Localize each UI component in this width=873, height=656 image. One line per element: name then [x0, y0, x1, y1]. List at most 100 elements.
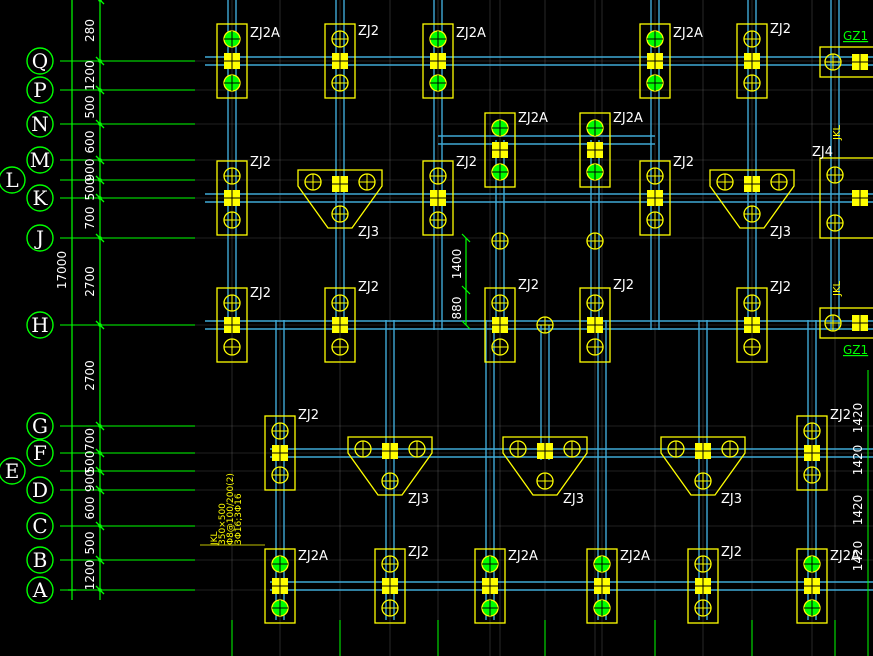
pile-hollow: [429, 211, 447, 229]
pile-cap-zj2a: ZJ2A: [639, 23, 703, 99]
axis-label-a: A: [32, 578, 48, 602]
dimension-tick: [99, 0, 105, 5]
pile-cap-outline: [819, 157, 873, 239]
pile-cap-outline: [639, 23, 671, 99]
pile-filled: [646, 74, 664, 92]
dimension-dot: [98, 558, 102, 562]
pile-cap-label: ZJ2: [456, 155, 477, 170]
pile-filled: [586, 163, 604, 181]
pile-hollow: [824, 314, 842, 332]
pile-cap-outline: [264, 548, 296, 624]
pile-cap-outline: [736, 287, 768, 363]
pile-cap-outline: [216, 23, 248, 99]
pile-cap-label: ZJ3: [721, 492, 742, 507]
axis-label-m: M: [30, 148, 50, 172]
dimension-dot: [98, 424, 102, 428]
pile-hollow: [331, 74, 349, 92]
dimension-segment-label: 700: [83, 428, 97, 451]
pile-cap-outline: [422, 23, 454, 99]
pile-cap-zj3: ZJ3: [297, 169, 383, 240]
pile-filled: [429, 74, 447, 92]
axis-bubble-d: [26, 476, 54, 504]
pile-filled: [593, 599, 611, 617]
pile-cap-zj2a: ZJ2A: [796, 548, 860, 624]
pile-hollow: [271, 466, 289, 484]
pile-hollow: [803, 422, 821, 440]
dimension-right-label: 1420: [851, 541, 865, 572]
pile-cap-zj2: ZJ2: [324, 23, 379, 99]
dimension-segment-label: 700: [83, 207, 97, 230]
pile-cap-zj2: ZJ2: [579, 278, 634, 363]
pile-filled: [803, 555, 821, 573]
pile-cap-label: ZJ3: [408, 492, 429, 507]
dimension-segment-label: 900: [83, 469, 97, 492]
pile-cap-zj3: ZJ3: [347, 436, 433, 507]
pile-hollow: [803, 466, 821, 484]
axis-bubble-c: [26, 512, 54, 540]
pile-cap-outline: [819, 307, 873, 339]
axis-bubble-k: [26, 184, 54, 212]
pile-cap-outline: [216, 287, 248, 363]
beam-note-line1: JKL: [210, 531, 220, 546]
dimension-segment-label: 500: [83, 451, 97, 474]
axis-label-e: E: [5, 459, 20, 483]
pile-filled: [429, 30, 447, 48]
pile-filled: [481, 599, 499, 617]
pile-hollow: [536, 316, 554, 334]
axis-label-b: B: [33, 548, 48, 572]
pile-cap-outline: [639, 160, 671, 236]
pile-hollow: [743, 205, 761, 223]
pile-filled: [586, 119, 604, 137]
dimension-dot: [98, 59, 102, 63]
dimension-tick: [461, 233, 471, 243]
axis-bubble-j: [26, 224, 54, 252]
pile-cap-zj2: ZJ2: [736, 280, 791, 363]
dimension-total-label: 17000: [55, 251, 69, 289]
dimension-segment-label: 1200: [83, 560, 97, 591]
dimension-segment-label: 500: [83, 96, 97, 119]
pile-cap-zj2: ZJ2: [216, 286, 271, 363]
dimension-dot: [98, 524, 102, 528]
pile-cap-outline: [347, 436, 433, 496]
pile-cap-outline: [374, 548, 406, 624]
axis-label-k: K: [33, 186, 49, 210]
pile-cap-label: ZJ2: [298, 408, 319, 423]
dimension-segment-label: 1200: [83, 60, 97, 91]
pile-filled: [223, 30, 241, 48]
pile-filled: [646, 30, 664, 48]
pile-hollow: [694, 599, 712, 617]
dimension-dot: [98, 196, 102, 200]
dimension-dot: [98, 88, 102, 92]
dimension-segment-label: 600: [83, 131, 97, 154]
pile-hollow: [694, 555, 712, 573]
dimension-dot: [98, 158, 102, 162]
axis-label-j: J: [34, 226, 44, 250]
pile-filled: [593, 555, 611, 573]
dimension-dot: [98, 488, 102, 492]
pile-hollow: [358, 173, 376, 191]
dimension-tick: [461, 285, 471, 295]
pile-cap-label: ZJ2: [518, 278, 539, 293]
pile-hollow: [694, 472, 712, 490]
dimension-segment-label: 500: [83, 532, 97, 555]
axis-label-d: D: [32, 478, 48, 502]
pile-hollow: [408, 440, 426, 458]
pile-cap-zj2: ZJ2: [639, 155, 694, 236]
pile-cap-outline: [474, 548, 506, 624]
pile-hollow: [743, 30, 761, 48]
dimension-dot: [98, 178, 102, 182]
pile-hollow: [223, 167, 241, 185]
pile-cap-zj2a: ZJ2A: [264, 548, 328, 624]
pile-hollow: [721, 440, 739, 458]
pile-cap-outline: [484, 287, 516, 363]
pile-cap-outline: [484, 112, 516, 188]
pile-hollow: [586, 338, 604, 356]
pile-cap-label: ZJ2: [721, 545, 742, 560]
pile-cap-outline: [819, 46, 873, 78]
pile-hollow: [381, 472, 399, 490]
pile-hollow: [586, 232, 604, 250]
axis-bubble-a: [26, 576, 54, 604]
axis-label-h: H: [31, 313, 48, 337]
